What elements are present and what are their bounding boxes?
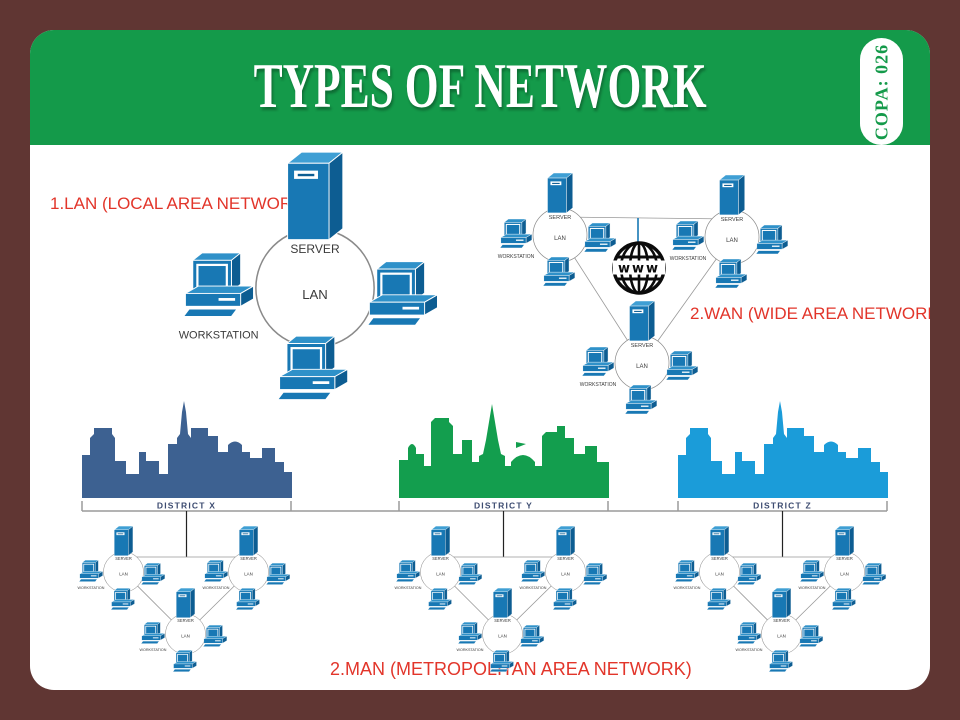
wan-lan-cluster-right — [670, 175, 788, 288]
www-globe-icon — [611, 241, 667, 295]
district-z-group: DISTRICT Z — [673, 401, 888, 672]
lan-diagram — [179, 152, 438, 399]
wan-section-label: 2.WAN (WIDE AREA NETWORK) — [690, 304, 930, 323]
network-diagram: www SERVER LAN WORKSTATION — [30, 145, 888, 690]
man-lan-cluster — [798, 526, 885, 610]
man-lan-cluster — [77, 526, 164, 610]
header-bar: TYPES OF NETWORK — [30, 30, 930, 145]
district-y-group: DISTRICT Y — [394, 404, 609, 672]
district-z-skyline — [678, 401, 888, 498]
man-lan-cluster — [519, 526, 606, 610]
wan-diagram — [498, 173, 788, 414]
man-diagram: DISTRICT X DISTRICT Y — [77, 401, 888, 672]
district-y-skyline — [399, 404, 609, 498]
copa-badge: COPA: 026 — [860, 38, 903, 145]
lan-section-label: 1.LAN (LOCAL AREA NETWORK) — [50, 194, 310, 213]
man-section-label: 2.MAN (METROPOLITAN AREA NETWORK) — [330, 659, 692, 679]
poster-title: TYPES OF NETWORK — [253, 49, 707, 121]
district-x-group: DISTRICT X — [77, 401, 292, 672]
man-lan-cluster — [673, 526, 760, 610]
district-x-label: DISTRICT X — [157, 501, 216, 511]
man-lan-cluster — [202, 526, 289, 610]
wan-lan-cluster-bottom — [580, 301, 698, 414]
wan-link-top — [559, 216, 733, 220]
man-lan-cluster — [394, 526, 481, 610]
wan-lan-cluster-left — [498, 173, 616, 286]
poster-canvas: TYPES OF NETWORK COPA: 026 1.LAN (LOCAL … — [30, 30, 930, 690]
district-x-skyline — [82, 401, 292, 498]
district-z-label: DISTRICT Z — [753, 501, 812, 511]
district-y-label: DISTRICT Y — [474, 501, 533, 511]
copa-badge-text: COPA: 026 — [871, 43, 891, 140]
